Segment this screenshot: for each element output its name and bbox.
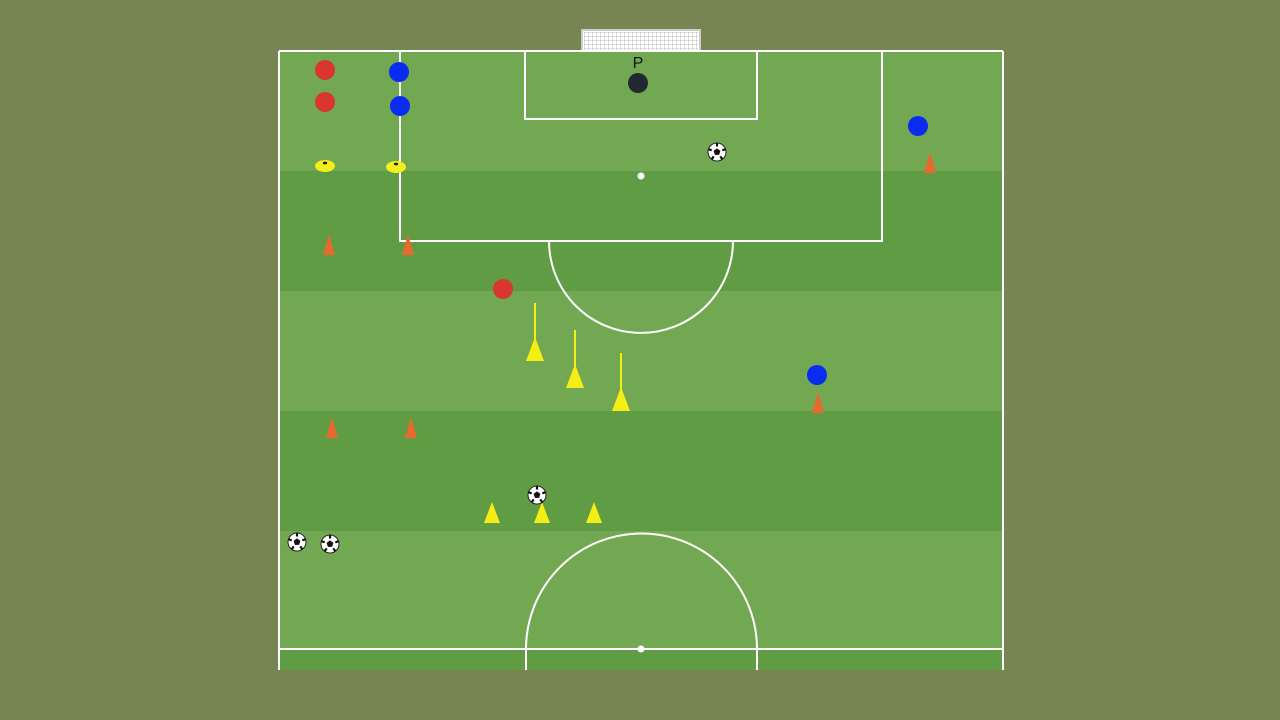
pitch-stripe	[279, 411, 1003, 531]
cone-icon	[924, 152, 936, 173]
yellow-poles	[526, 303, 630, 411]
flat-disc-hole	[393, 162, 399, 166]
blue-players	[389, 62, 928, 385]
player-dot-icon	[807, 365, 827, 385]
cone-icon	[534, 502, 550, 523]
player-dot-icon	[628, 73, 648, 93]
center-spot	[637, 645, 645, 653]
penalty-spot	[637, 172, 645, 180]
pitch-stripe	[279, 171, 1003, 291]
player-dot-icon	[389, 62, 409, 82]
mannequin-pole-base	[612, 387, 630, 411]
soccer-ball-icon	[706, 141, 728, 163]
pitch-stripe	[279, 291, 1003, 411]
mannequin-pole-base	[526, 337, 544, 361]
pitch-stripe	[279, 649, 1003, 670]
yellow-discs	[315, 160, 406, 173]
flat-disc-hole	[322, 161, 328, 165]
pitch-stripe	[279, 531, 1003, 649]
soccer-ball-icon	[286, 531, 308, 553]
goalkeeper-label: P	[633, 55, 644, 72]
cone-icon	[586, 502, 602, 523]
yellow-small-cones	[484, 502, 602, 523]
center-circle	[525, 532, 758, 670]
goal-net-mesh	[584, 32, 698, 50]
penalty-arc	[548, 240, 734, 334]
soccer-ball-icon	[526, 484, 548, 506]
player-dot-icon	[315, 60, 335, 80]
player-dot-icon	[908, 116, 928, 136]
pitch-surface	[279, 51, 1003, 670]
cone-icon	[484, 502, 500, 523]
goalkeeper: P	[628, 55, 648, 93]
player-dot-icon	[390, 96, 410, 116]
red-players	[315, 60, 513, 299]
player-dot-icon	[315, 92, 335, 112]
cone-icon	[402, 234, 414, 255]
cone-icon	[326, 417, 338, 438]
player-dot-icon	[493, 279, 513, 299]
flat-disc-icon	[386, 161, 406, 173]
cone-icon	[405, 417, 417, 438]
orange-cones	[323, 152, 936, 438]
penalty-area	[399, 51, 883, 242]
soccer-ball-icon	[319, 533, 341, 555]
goal-area	[524, 51, 758, 120]
mannequin-pole-base	[566, 364, 584, 388]
cone-icon	[323, 234, 335, 255]
flat-disc-icon	[315, 160, 335, 172]
cone-icon	[812, 392, 824, 413]
